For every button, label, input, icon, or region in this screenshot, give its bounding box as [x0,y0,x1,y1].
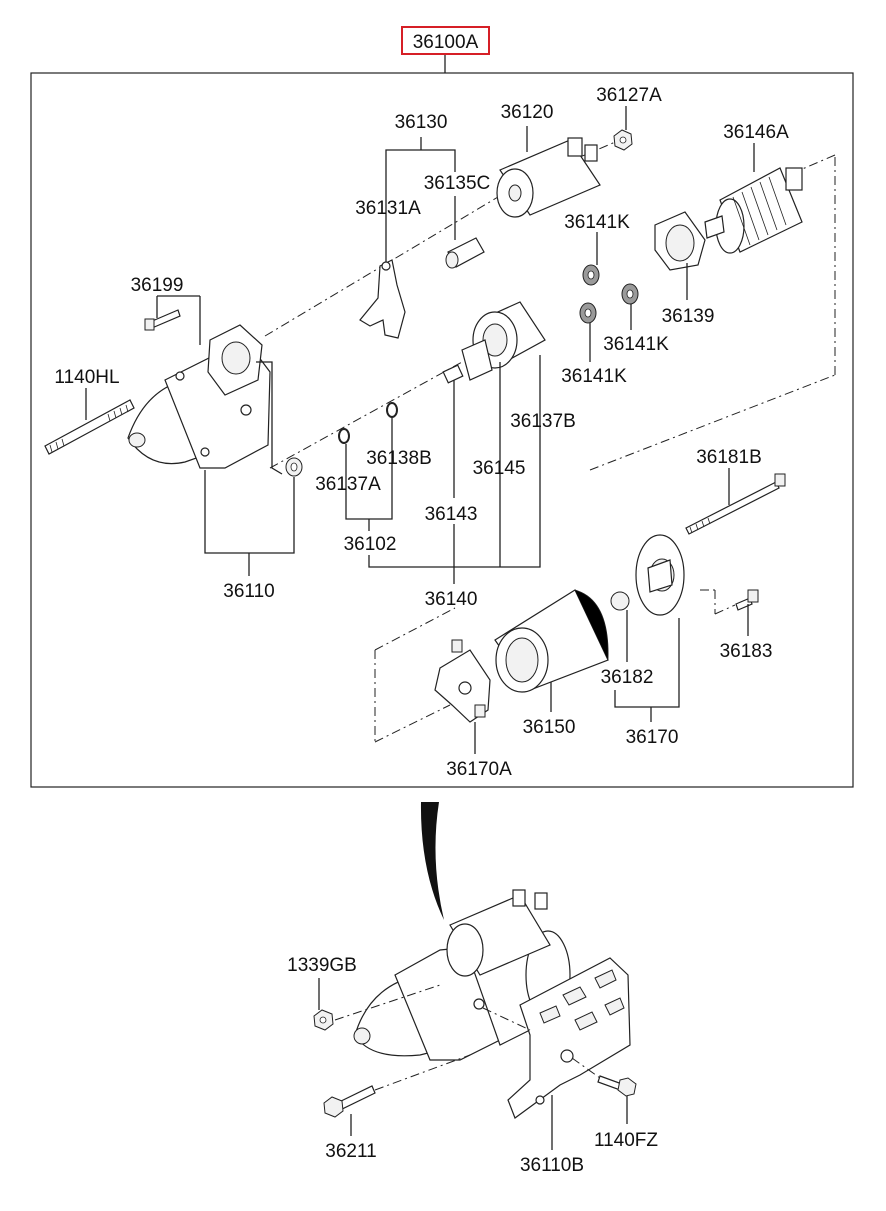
planet-gear-36141K-c [579,302,597,324]
bolt-36211 [323,1085,376,1118]
part-label-36141K-b[interactable]: 36141K [603,334,669,355]
svg-text:36137B: 36137B [510,411,576,432]
assembly-arrow [420,802,444,920]
svg-text:36145: 36145 [473,458,526,479]
svg-text:36102: 36102 [344,534,397,555]
planet-gear-36141K-a [582,264,600,286]
rear-bracket-36170 [635,534,685,616]
assembly-axis-lines [264,139,836,743]
svg-text:36140: 36140 [425,589,478,610]
part-label-36145[interactable]: 36145 [473,458,526,479]
svg-text:1140HL: 1140HL [54,367,119,388]
solenoid-36120 [496,137,601,218]
svg-text:36181B: 36181B [696,447,762,468]
part-label-1339GB[interactable]: 1339GB [287,955,357,976]
svg-text:36183: 36183 [720,641,773,662]
clutch-assembly-36145 [442,301,546,384]
part-label-36138B[interactable]: 36138B [366,448,432,469]
svg-text:36131A: 36131A [355,198,421,219]
part-label-36137A[interactable]: 36137A [315,474,381,495]
nut-1339GB [313,1009,334,1031]
heat-shield-36110B [507,957,631,1119]
svg-text:36143: 36143 [425,504,478,525]
part-label-36150[interactable]: 36150 [523,717,576,738]
svg-text:36141K: 36141K [564,212,630,233]
svg-text:36138B: 36138B [366,448,432,469]
part-label-36135C[interactable]: 36135C [424,173,491,194]
main-assembly-label[interactable]: 36100A [401,26,490,55]
svg-text:36170: 36170 [626,727,679,748]
part-label-36170[interactable]: 36170 [626,727,679,748]
svg-text:36146A: 36146A [723,122,789,143]
plunger-36135C [445,237,485,269]
screw-36199 [144,309,181,331]
part-label-36130[interactable]: 36130 [395,112,448,133]
part-label-36199[interactable]: 36199 [131,275,184,296]
part-label-36183[interactable]: 36183 [720,641,773,662]
snap-ring-36137A [338,428,350,444]
part-label-36170A[interactable]: 36170A [446,759,512,780]
svg-text:36141K: 36141K [561,366,627,387]
bushing-36182 [610,591,630,611]
svg-text:36182: 36182 [601,667,654,688]
svg-text:1339GB: 1339GB [287,955,357,976]
part-label-36139[interactable]: 36139 [662,306,715,327]
part-label-36140[interactable]: 36140 [425,589,478,610]
assembly-frame [30,55,854,788]
part-label-36182[interactable]: 36182 [601,667,654,688]
part-label-36127A[interactable]: 36127A [596,85,662,106]
part-label-36120[interactable]: 36120 [501,102,554,123]
svg-text:36110: 36110 [223,581,274,602]
part-label-36131A[interactable]: 36131A [355,198,421,219]
snap-ring-36138B [386,402,398,418]
part-label-36143[interactable]: 36143 [425,504,478,525]
svg-text:36130: 36130 [395,112,448,133]
part-label-36181B[interactable]: 36181B [696,447,762,468]
svg-text:36100A: 36100A [413,32,479,53]
yoke-36150 [494,589,609,693]
installed-view-lines [318,978,628,1150]
armature-36146A [704,167,803,254]
lever-36131A [359,259,406,339]
part-label-36141K-a[interactable]: 36141K [564,212,630,233]
bolt-1140FZ [597,1075,637,1097]
installed-starter-motor [353,889,571,1061]
part-label-36102[interactable]: 36102 [344,534,397,555]
svg-text:36141K: 36141K [603,334,669,355]
screw-36183 [735,589,759,611]
stud-bolt-1140HL [44,399,135,455]
through-bolt-36181B [685,473,786,535]
svg-text:36199: 36199 [131,275,184,296]
svg-text:36135C: 36135C [424,173,491,194]
svg-text:36211: 36211 [325,1141,376,1162]
svg-text:1140FZ: 1140FZ [594,1130,658,1151]
drive-housing-36110 [127,324,271,469]
part-label-36110[interactable]: 36110 [223,581,274,602]
part-label-36211[interactable]: 36211 [325,1141,376,1162]
brush-holder-36170A [434,639,491,723]
svg-text:36127A: 36127A [596,85,662,106]
nut-36127A [613,129,633,151]
planet-gear-36141K-b [621,283,639,305]
svg-text:36110B: 36110B [520,1155,584,1176]
svg-text:36150: 36150 [523,717,576,738]
svg-text:36137A: 36137A [315,474,381,495]
bushing-36110 [285,457,303,477]
part-label-36141K-c[interactable]: 36141K [561,366,627,387]
part-label-1140HL[interactable]: 1140HL [54,367,119,388]
svg-text:36139: 36139 [662,306,715,327]
part-label-1140FZ[interactable]: 1140FZ [594,1130,658,1151]
svg-text:36170A: 36170A [446,759,512,780]
svg-text:36120: 36120 [501,102,554,123]
part-label-36110B[interactable]: 36110B [520,1155,584,1176]
part-label-36146A[interactable]: 36146A [723,122,789,143]
gear-36139 [654,211,706,271]
leader-lines [85,106,755,754]
part-label-36137B[interactable]: 36137B [510,411,576,432]
